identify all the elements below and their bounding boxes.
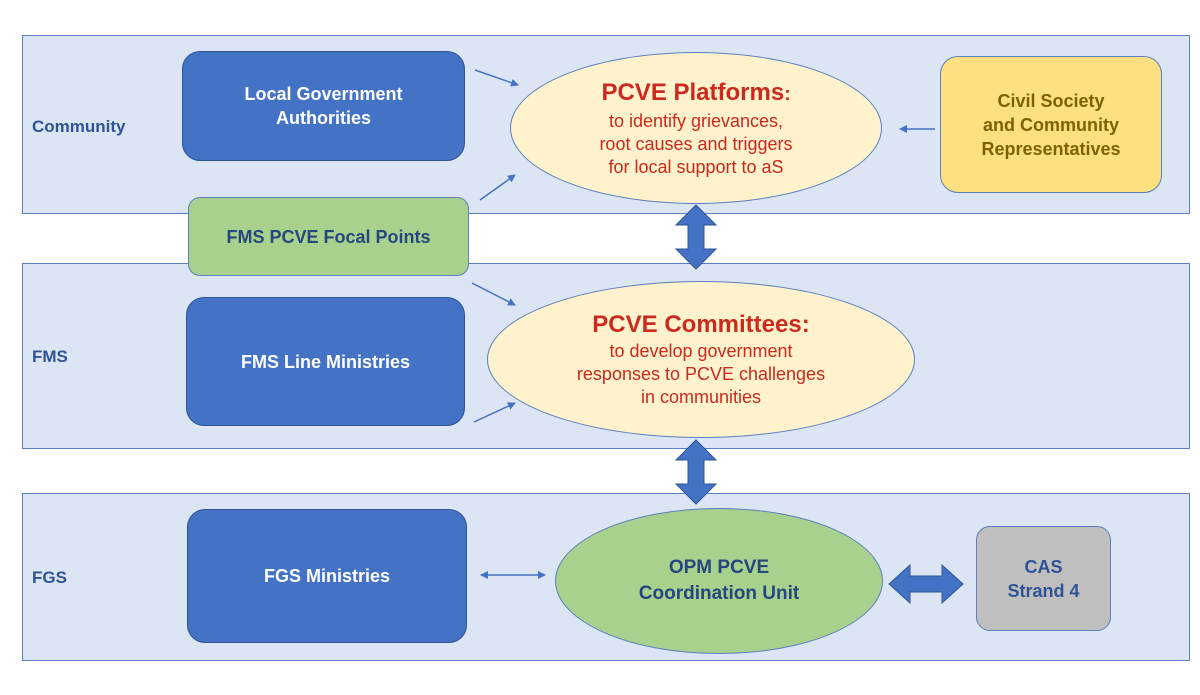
opm-line-1: OPM PCVE — [668, 557, 770, 578]
fms-focal-points-box: FMS PCVE Focal Points — [188, 197, 469, 276]
cas-line-1: CAS — [1024, 556, 1063, 577]
opm-line-2: Coordination Unit — [638, 583, 800, 604]
pcve-platforms-title-colon: : — [784, 83, 791, 105]
tier-label-community: Community — [32, 117, 126, 136]
civil-society-line-2: and Community — [982, 114, 1119, 135]
local-government-box: Local Government Authorities — [182, 51, 465, 161]
pcve-platforms-line-3: for local support to aS — [608, 156, 784, 177]
local-government-line-1: Local Government — [244, 84, 403, 104]
civil-society-box: Civil Society and Community Representati… — [940, 56, 1162, 193]
arrow-localgov-to-platforms — [474, 69, 519, 87]
pcve-committees-line-1: to develop government — [609, 341, 793, 361]
civil-society-line-1: Civil Society — [997, 90, 1105, 111]
pcve-platforms-line-2: root causes and triggers — [599, 133, 793, 154]
double-arrow-committees-opm — [674, 439, 718, 505]
fgs-ministries-box: FGS Ministries — [187, 509, 467, 643]
fgs-ministries-label: FGS Ministries — [263, 566, 391, 586]
double-arrow-platforms-committees — [674, 204, 718, 270]
civil-society-line-3: Representatives — [981, 138, 1121, 159]
tier-label-fms: FMS — [32, 347, 68, 366]
pcve-platforms-title: PCVE Platforms — [601, 78, 785, 106]
fms-line-ministries-box: FMS Line Ministries — [186, 297, 465, 426]
arrow-focal-to-committees — [471, 282, 516, 306]
pcve-committees-title: PCVE Committees: — [592, 311, 810, 338]
pcve-platforms-line-1: to identify grievances, — [608, 110, 784, 131]
local-government-line-2: Authorities — [275, 108, 371, 128]
cas-line-2: Strand 4 — [1007, 580, 1080, 601]
double-arrow-opm-cas — [888, 563, 964, 605]
fms-line-ministries-label: FMS Line Ministries — [240, 351, 411, 372]
tier-label-fgs: FGS — [32, 568, 67, 587]
pcve-platforms-ellipse: PCVE Platforms: to identify grievances, … — [510, 52, 882, 204]
arrow-lineministries-to-committees — [473, 402, 516, 423]
pcve-committees-ellipse: PCVE Committees: to develop government r… — [487, 281, 915, 438]
fms-focal-points-label: FMS PCVE Focal Points — [226, 226, 431, 247]
pcve-committees-line-2: responses to PCVE challenges — [576, 364, 826, 384]
cas-strand-box: CAS Strand 4 — [976, 526, 1111, 631]
arrow-focal-to-platforms — [479, 174, 516, 201]
pcve-committees-line-3: in communities — [640, 387, 762, 407]
opm-coordination-unit-ellipse: OPM PCVE Coordination Unit — [555, 508, 883, 654]
